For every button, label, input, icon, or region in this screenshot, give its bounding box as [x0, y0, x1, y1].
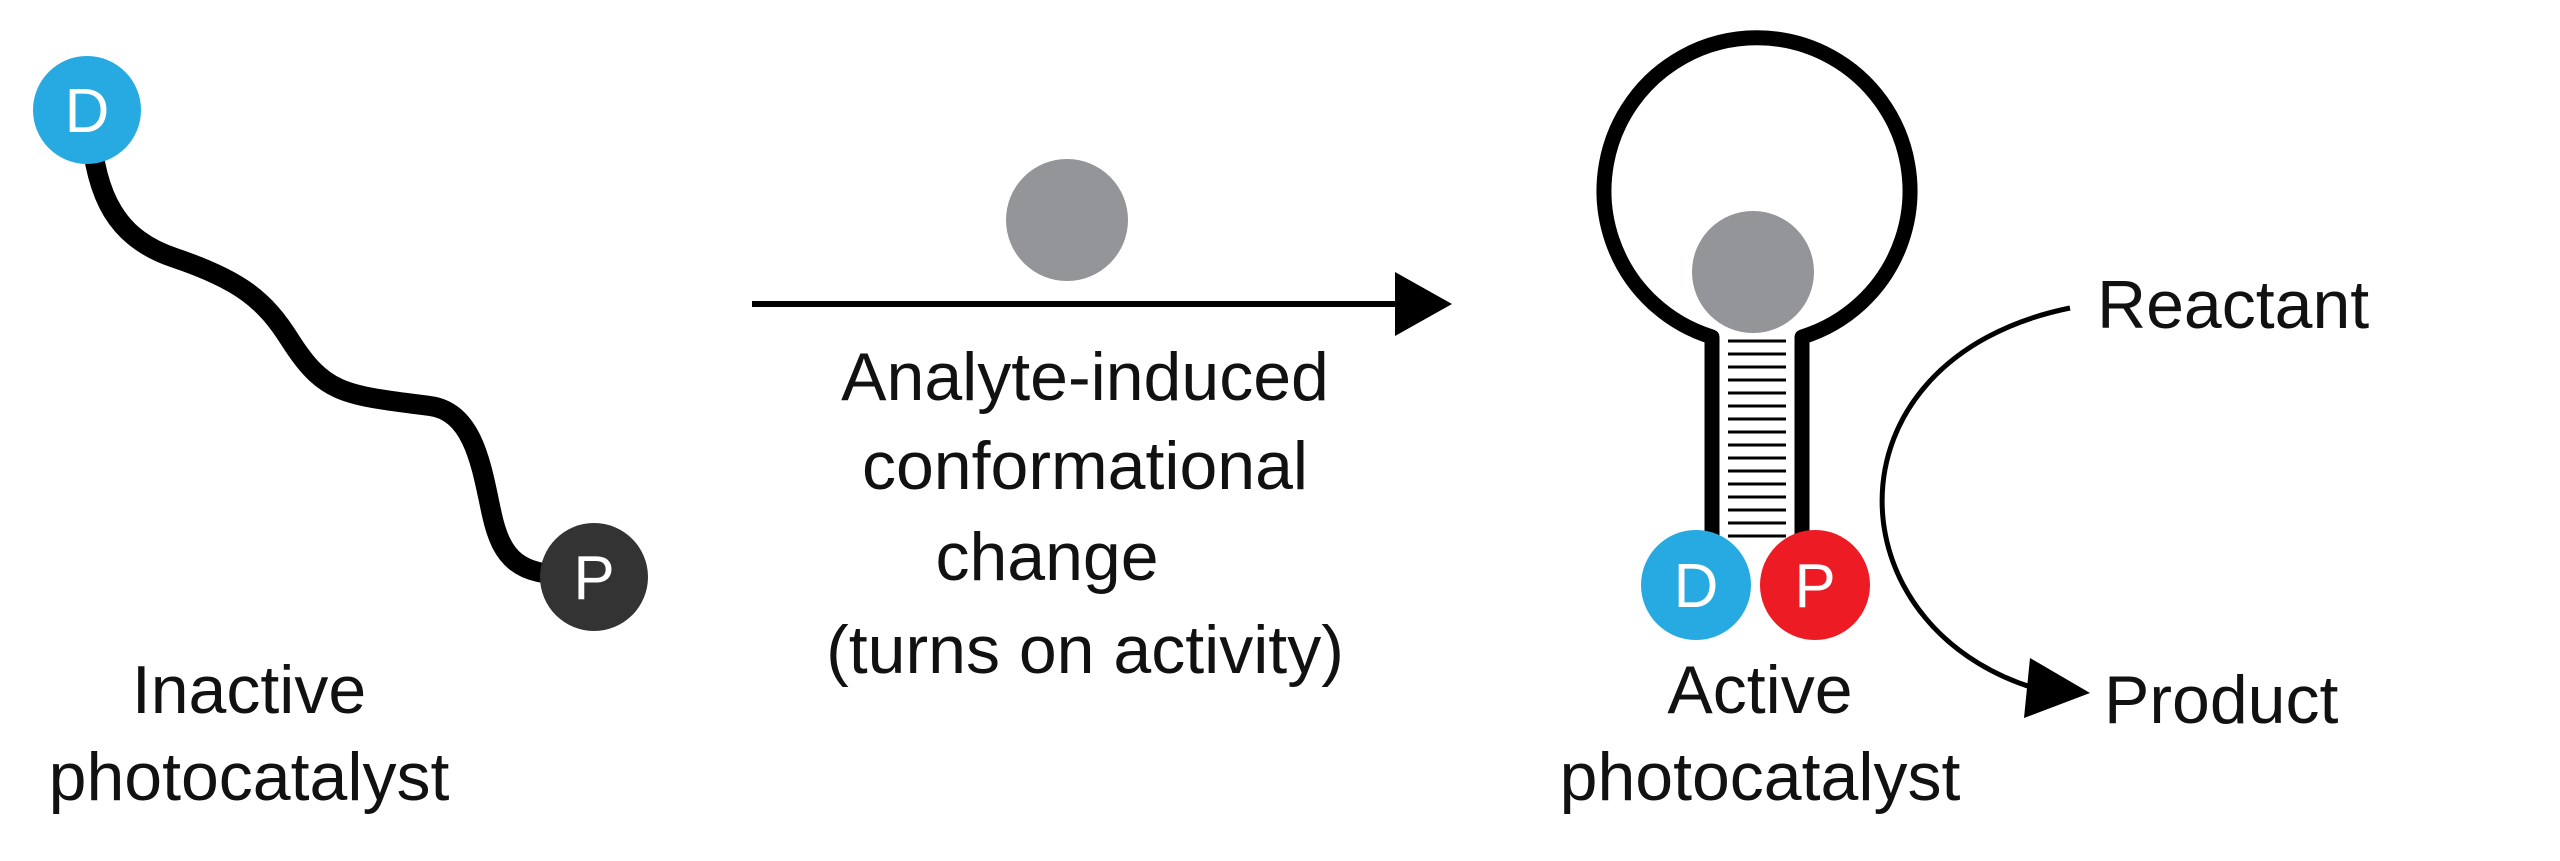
transition-label-line1: Analyte-induced	[841, 339, 1329, 415]
reactant-label: Reactant	[2097, 267, 2369, 343]
donor-letter-inactive: D	[65, 77, 110, 146]
analyte-ball	[1006, 159, 1128, 281]
active-photocatalyst-group: D P Active photocatalyst	[1560, 30, 1961, 815]
donor-node-active	[1641, 530, 1751, 640]
transition-arrow-head	[1395, 272, 1452, 336]
inactive-photocatalyst-group: D P Inactive photocatalyst	[33, 56, 648, 815]
photocatalyst-node-active	[1760, 530, 1870, 640]
turnover-arrow-curve	[1879, 305, 2071, 696]
transition-group: Analyte-induced conformational change (t…	[752, 159, 1452, 688]
inactive-label-line1: Inactive	[132, 652, 366, 728]
active-label-line1: Active	[1667, 652, 1852, 728]
photocatalyst-letter-inactive: P	[573, 544, 614, 613]
product-label: Product	[2104, 662, 2338, 738]
analyte-ball-bound	[1692, 211, 1814, 333]
photocatalyst-letter-active: P	[1794, 552, 1835, 621]
donor-node-inactive	[33, 56, 141, 164]
stem-base-pairs	[1728, 339, 1786, 538]
hairpin-strand	[1596, 30, 1918, 550]
photocatalyst-node-inactive	[540, 523, 648, 631]
active-label-line2: photocatalyst	[1560, 739, 1961, 815]
reaction-group: Reactant Product	[1879, 267, 2369, 738]
transition-label-line2: conformational	[862, 428, 1308, 504]
transition-label-line3: change	[935, 519, 1158, 595]
turnover-arrow-head	[2024, 658, 2090, 718]
inactive-label-line2: photocatalyst	[49, 739, 450, 815]
transition-label-line4: (turns on activity)	[826, 612, 1344, 688]
donor-letter-active: D	[1674, 552, 1719, 621]
inactive-strand	[80, 102, 580, 585]
